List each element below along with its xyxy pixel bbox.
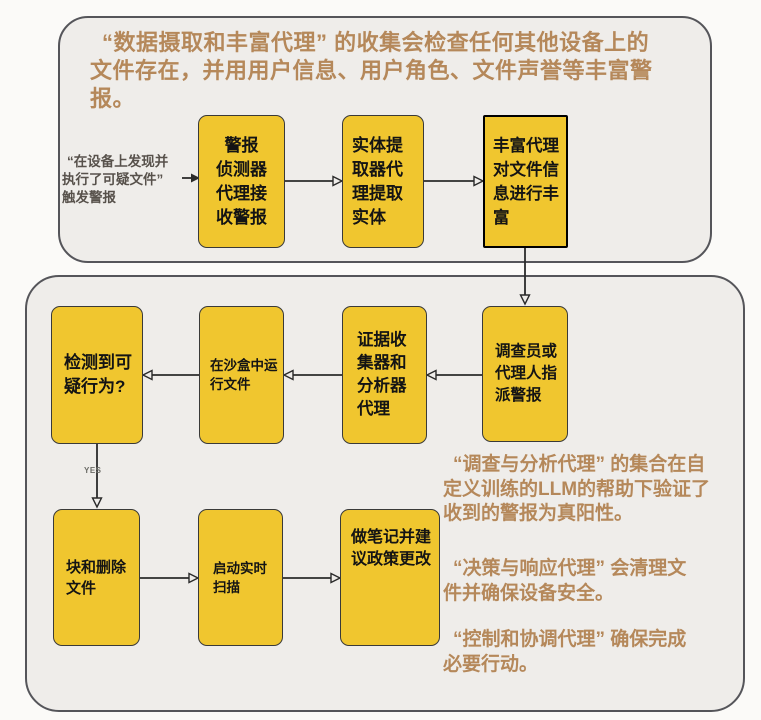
- investigation-analysis-paragraph: “调查与分析代理” 的集合在自定义训练的LLM的帮助下验证了收到的警报为真阳性。: [443, 453, 710, 527]
- text-line: 丰富代理: [493, 136, 559, 155]
- text-line: “数据摄取和丰富代理” 的收集会检查任何其他设备上的: [102, 30, 650, 55]
- text-line: “控制和协调代理” 确保完成: [453, 629, 687, 650]
- text-line: 块和删除: [66, 558, 127, 576]
- text-line: 实体提: [352, 135, 403, 155]
- text-line: 代理接: [216, 183, 267, 203]
- text-line: 侦测器: [216, 159, 267, 179]
- text-line: 实体: [352, 207, 386, 227]
- text-line: 调查员或: [495, 343, 558, 360]
- flow-box-realtime-scan: 启动实时扫描: [198, 509, 283, 646]
- flow-box-enrichment-agent: 丰富代理对文件信息进行丰富: [483, 115, 568, 248]
- text-line: “在设备上发现并: [67, 154, 169, 169]
- text-line: 对文件信: [493, 160, 559, 179]
- text-line: 做笔记并建: [351, 529, 432, 546]
- text-line: 定义训练的LLM的帮助下验证了: [443, 478, 711, 500]
- text-line: “调查与分析代理” 的集合在自: [453, 454, 706, 475]
- text-line: 行文件: [210, 377, 251, 392]
- text-line: 疑行为?: [64, 377, 126, 396]
- flow-box-sandbox-run: 在沙盒中运行文件: [199, 306, 284, 444]
- text-line: 代理人指: [495, 365, 558, 382]
- text-line: “决策与响应代理” 会清理文: [453, 558, 687, 579]
- flow-box-entity-extractor-agent: 实体提取器代理提取实体: [342, 115, 424, 248]
- text-line: 在沙盒中运: [210, 358, 278, 373]
- text-line: 扫描: [213, 579, 240, 595]
- text-line: 文件存在，并用用户信息、用户角色、文件声誉等丰富警: [90, 58, 653, 83]
- text-line: 议政策更改: [351, 551, 432, 568]
- text-line: 证据收: [357, 331, 407, 349]
- flow-box-alert-detector-agent: 警报侦测器代理接收警报: [198, 115, 285, 248]
- text-line: 代理: [357, 400, 390, 418]
- flow-box-take-notes-policy: 做笔记并建议政策更改: [340, 509, 440, 646]
- text-line: 息进行丰: [493, 184, 559, 203]
- text-line: 理提取: [352, 183, 403, 203]
- text-line: 件并确保设备安全。: [443, 583, 615, 604]
- flow-box-assign-alert: 调查员或代理人指派警报: [482, 306, 568, 442]
- yes-branch-label: YES: [84, 466, 102, 475]
- text-line: 报。: [90, 86, 136, 111]
- flow-box-block-delete-file: 块和删除文件: [53, 509, 140, 646]
- control-coordination-paragraph: “控制和协调代理” 确保完成必要行动。: [443, 627, 686, 677]
- text-line: 启动实时: [213, 560, 267, 576]
- text-line: 分析器: [357, 377, 407, 395]
- text-line: 富: [493, 208, 510, 227]
- text-line: 执行了可疑文件”: [62, 172, 164, 187]
- text-line: 文件: [66, 579, 97, 597]
- text-line: 派警报: [495, 387, 542, 404]
- text-line: 集器和: [357, 354, 407, 372]
- text-line: 收警报: [216, 207, 267, 227]
- flow-box-suspicious-behavior-decision: 检测到可疑行为?: [51, 306, 143, 444]
- text-line: 收到的警报为真阳性。: [443, 503, 634, 524]
- text-line: 触发警报: [62, 190, 116, 205]
- text-line: 检测到可: [64, 353, 132, 372]
- intro-paragraph: “数据摄取和丰富代理” 的收集会检查任何其他设备上的文件存在，并用用户信息、用户…: [90, 29, 653, 113]
- decision-response-paragraph: “决策与响应代理” 会清理文件并确保设备安全。: [443, 556, 686, 606]
- text-line: 必要行动。: [443, 654, 539, 675]
- flow-box-evidence-collector-agent: 证据收集器和分析器代理: [342, 306, 427, 444]
- text-line: 警报: [224, 135, 259, 155]
- text-line: 取器代: [352, 159, 403, 179]
- trigger-annotation: “在设备上发现并执行了可疑文件” 触发警报: [62, 153, 168, 207]
